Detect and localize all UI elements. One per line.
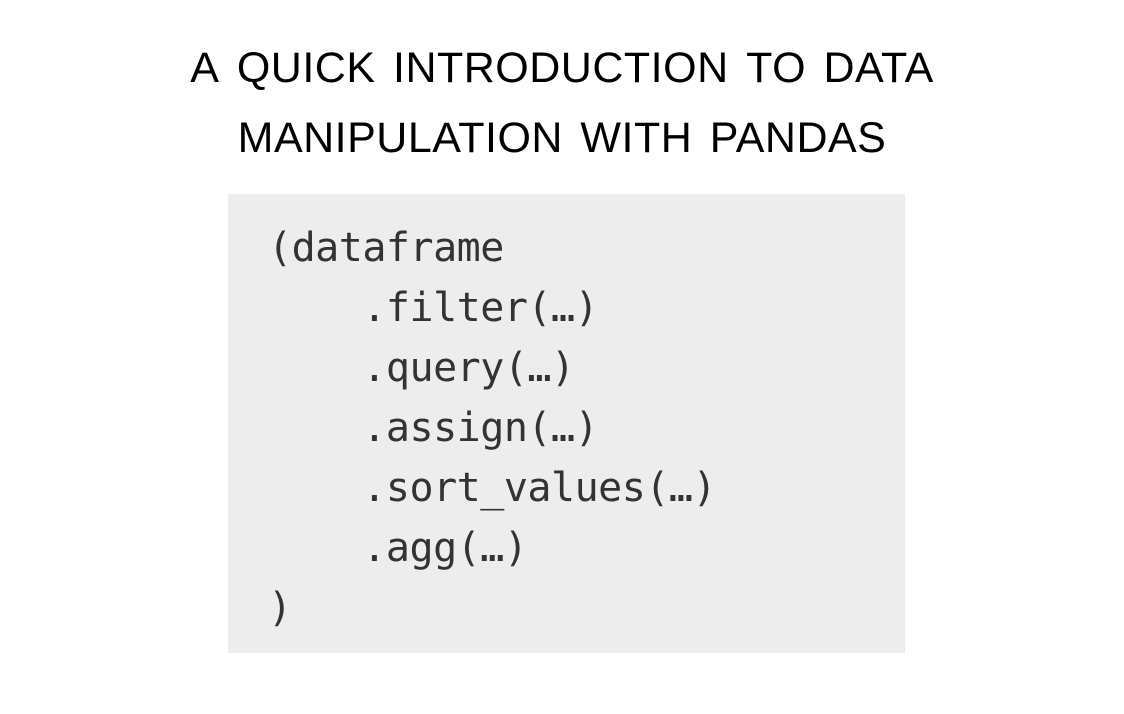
title-block: A Quick Introduction to Data Manipulatio… xyxy=(0,26,1124,166)
code-block: (dataframe .filter(…) .query(…) .assign(… xyxy=(228,194,905,653)
code-snippet: (dataframe .filter(…) .query(…) .assign(… xyxy=(268,225,717,631)
page-title: A Quick Introduction to Data Manipulatio… xyxy=(190,27,934,165)
